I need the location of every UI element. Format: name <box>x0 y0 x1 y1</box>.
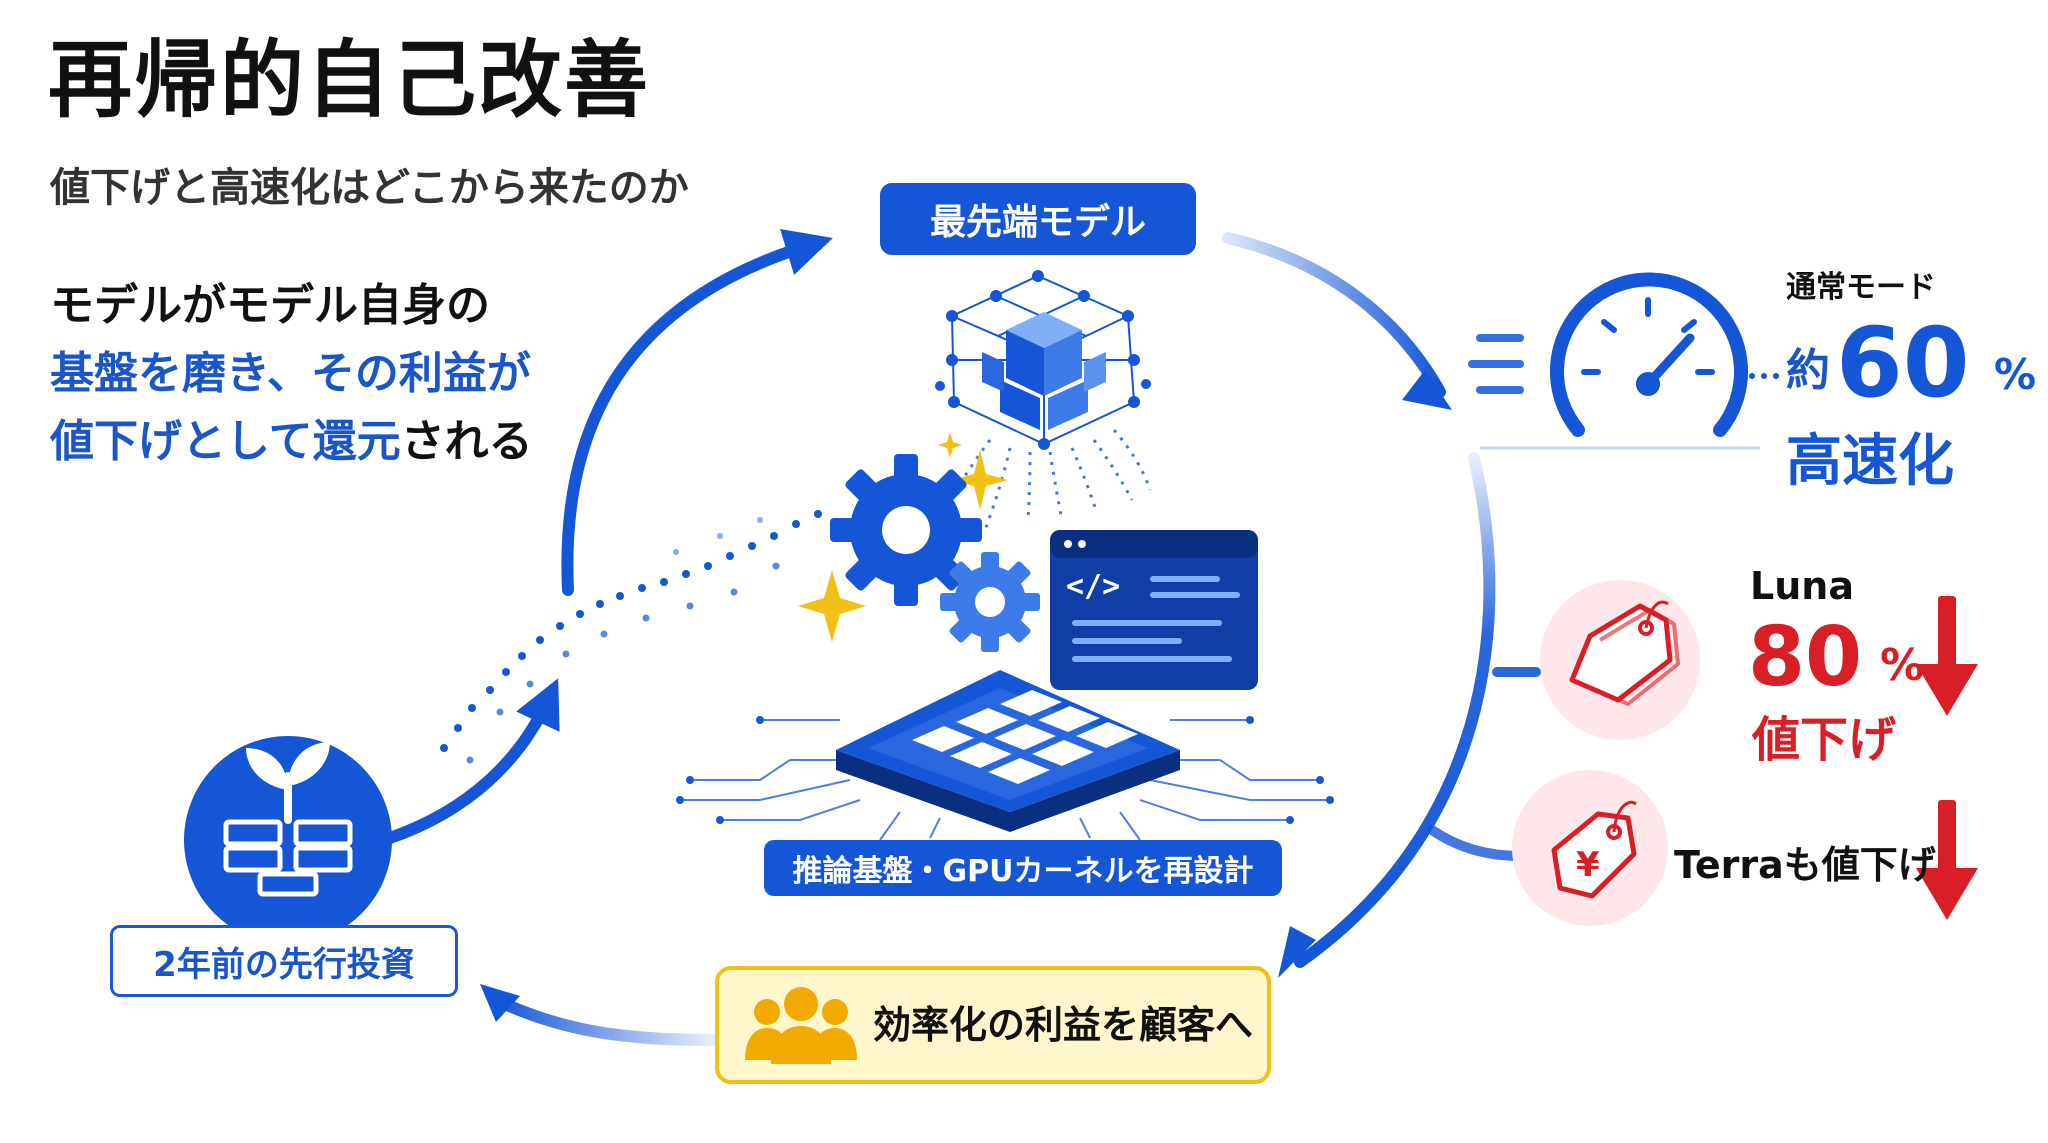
down-arrow-icon <box>1916 596 1978 920</box>
frontier-model-label: 最先端モデル <box>880 183 1196 255</box>
page-title: 再帰的自己改善 <box>48 31 651 129</box>
arrow-model-to-speed <box>1222 232 1452 410</box>
speed-value: 60 <box>1836 307 1970 419</box>
terra-discount-text: Terraも値下げ <box>1674 843 1936 887</box>
lead-line-3-highlight: 値下げとして還元 <box>50 416 401 467</box>
speed-approx-prefix: 約 <box>1786 345 1830 396</box>
lead-line-1: モデルがモデル自身の <box>50 280 490 331</box>
prior-investment-label: 2年前の先行投資 <box>110 925 458 997</box>
svg-text:</>: </> <box>1066 569 1120 604</box>
sprout-icon <box>184 736 392 944</box>
speed-mode-label: 通常モード <box>1786 270 1936 305</box>
lead-text: モデルがモデル自身の 基盤を磨き、その利益が 値下げとして還元される <box>50 272 533 476</box>
infra-redesign-label: 推論基盤・GPUカーネルを再設計 <box>764 840 1282 896</box>
price-tag-icon <box>1540 580 1700 740</box>
lead-line-2: 基盤を磨き、その利益が <box>50 348 531 399</box>
svg-text:¥: ¥ <box>1576 845 1600 885</box>
dotted-flow-particles <box>440 510 822 764</box>
sparkle-icon <box>798 432 1008 642</box>
code-window-icon: </> <box>1050 530 1258 690</box>
arrow-investment-to-infra <box>384 678 560 844</box>
arrow-benefit-to-investment <box>480 984 718 1046</box>
arrow-right-side-down <box>1278 452 1541 978</box>
speedometer-icon <box>1468 272 1779 450</box>
gear-icon <box>830 454 1040 652</box>
luna-discount-value: 80 <box>1748 610 1863 705</box>
customer-benefit-label: 効率化の利益を顧客へ <box>873 1003 1254 1047</box>
page-subtitle: 値下げと高速化はどこから来たのか <box>50 165 689 211</box>
yen-tag-icon: ¥ <box>1512 770 1668 926</box>
luna-product-name: Luna <box>1750 564 1854 608</box>
cube-network-icon <box>935 270 1152 531</box>
gpu-chip-icon <box>676 670 1334 841</box>
speed-result-text: 高速化 <box>1786 429 1954 494</box>
luna-discount-text: 値下げ <box>1752 712 1897 768</box>
arrow-up-to-model <box>561 229 833 596</box>
lead-line-3: 値下げとして還元される <box>50 408 533 476</box>
people-icon <box>745 987 857 1064</box>
lead-line-3-tail: される <box>400 416 533 467</box>
luna-discount-unit: % <box>1880 640 1925 691</box>
speed-unit: % <box>1994 350 2037 399</box>
customer-benefit-box: 効率化の利益を顧客へ <box>715 966 1271 1084</box>
